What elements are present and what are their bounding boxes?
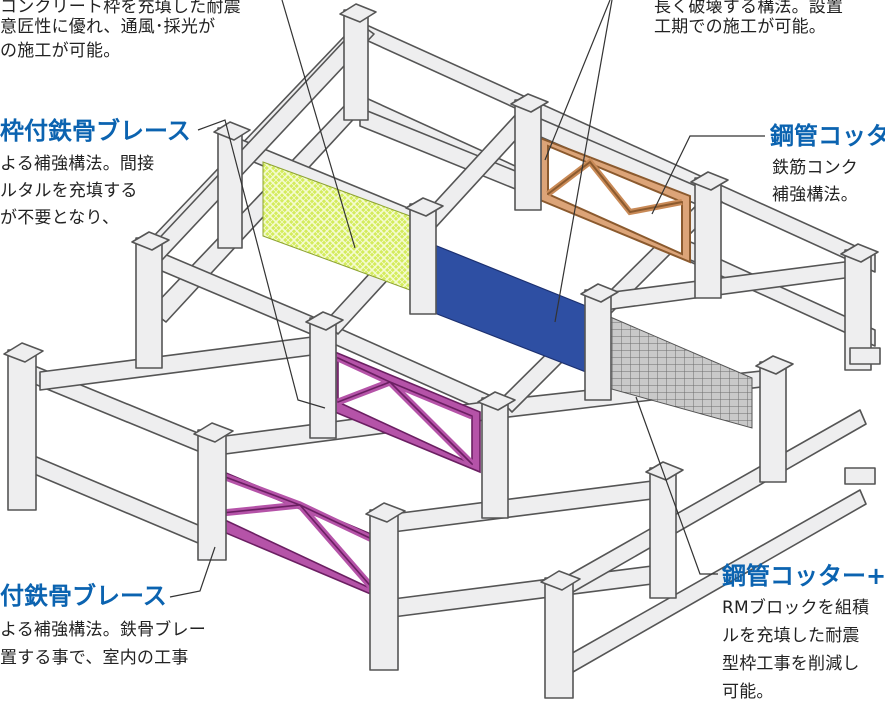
callout-mid-left-line-2: ルタルを充填する (0, 181, 138, 201)
callout-top-right-line-1: 長く破壊する構法。設置 (654, 0, 844, 17)
column (645, 461, 684, 599)
magenta-steel-brace-front (199, 460, 386, 602)
callout-mid-right-title: 鋼管コッタ (770, 122, 885, 150)
callout-mid-right-line-2: 補強構法。 (772, 185, 858, 205)
leader-lines (169, 0, 765, 598)
leader-bottom-right (635, 396, 718, 575)
beam-front-left-lower (19, 449, 211, 549)
callout-top-left-line-2: 意匠性に優れ、通風･採光が (0, 17, 216, 37)
leader-bottom-left (169, 546, 216, 598)
column (213, 121, 251, 249)
magenta-steel-brace-mid (329, 348, 481, 474)
rm-block-panel (607, 315, 753, 429)
column (580, 283, 619, 401)
column (477, 391, 516, 519)
callout-mid-left-line-1: よる補強構法。間接 (0, 154, 155, 174)
leader-mid-right (651, 135, 765, 215)
column (755, 355, 794, 483)
columns (3, 3, 881, 699)
callout-bottom-left-title: 付鉄骨ブレース (0, 582, 167, 610)
callout-bottom-right-title: 鋼管コッター+ (722, 562, 885, 590)
column (193, 422, 234, 561)
callout-mid-left-line-3: が不要となり、 (0, 208, 120, 228)
column (690, 171, 729, 299)
column (131, 231, 170, 369)
column (339, 3, 377, 121)
beam-front-mid-upper (384, 479, 661, 534)
callout-top-left-line-1: コンクリート枠を充填した耐震 (0, 0, 241, 17)
callout-mid-right-line-1: 鉄筋コンク (772, 158, 858, 178)
callout-bottom-right-line-4: 可能。 (722, 682, 774, 702)
callout-bottom-right-line-2: ルを充填した耐震 (722, 626, 860, 646)
callout-top-right-line-2: 工期での施工が可能。 (654, 17, 826, 37)
callout-top-left-line-3: の施工が可能。 (0, 41, 121, 61)
leader-top-right (544, 0, 611, 161)
leader-top-left (281, 0, 356, 249)
column (305, 311, 344, 439)
column (540, 570, 581, 699)
column (365, 502, 406, 671)
callout-bottom-left-line-1: よる補強構法。鉄骨ブレー (0, 620, 206, 640)
leader-mid-left (197, 119, 326, 409)
callout-bottom-right-line-3: 型枠工事を削減し (722, 654, 860, 674)
beam-front-mid-lower (384, 564, 661, 619)
infill-panels (199, 136, 753, 602)
callout-mid-left-title: 枠付鉄骨ブレース (0, 117, 191, 145)
column (3, 342, 44, 511)
beam-front-diag-2 (39, 335, 321, 391)
leader-blue (554, 0, 613, 323)
blue-wall-panel (431, 243, 587, 373)
column (510, 93, 549, 211)
column (405, 197, 444, 315)
callout-bottom-left-line-2: 置する事で、室内の工事 (0, 648, 189, 668)
callout-bottom-right-line-1: RMブロックを組積 (722, 598, 870, 618)
